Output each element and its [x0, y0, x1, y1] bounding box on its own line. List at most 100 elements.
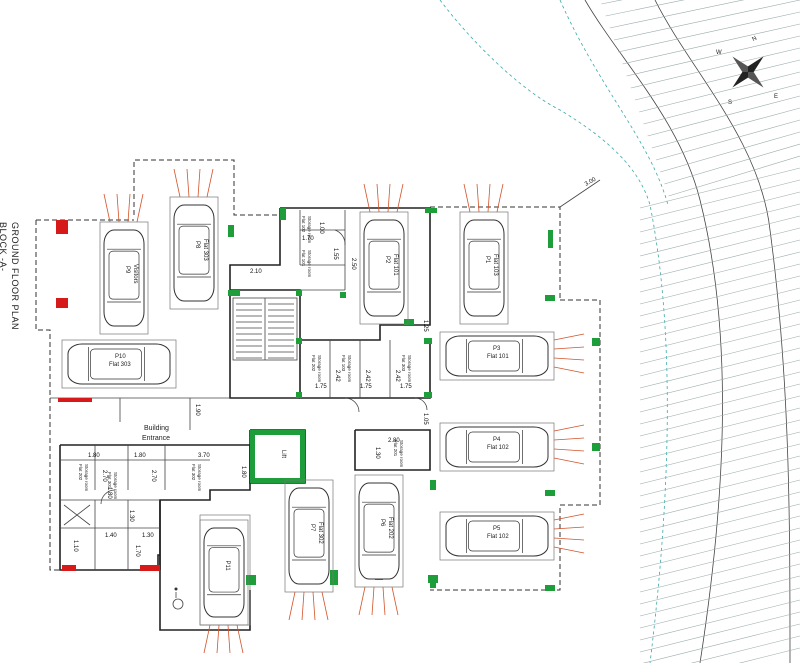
- svg-text:Flat 103: Flat 103: [341, 355, 346, 372]
- dimension-arrows: [203, 624, 244, 654]
- car-icon: [445, 426, 549, 468]
- dimension-arrows: [553, 513, 585, 554]
- storage-room-label: Storage room Flat 301: [107, 472, 118, 500]
- dim-label: 1.75: [315, 384, 327, 390]
- storage-room-label: Storage room Flat 103: [341, 355, 352, 383]
- entrance-line1: Building: [144, 425, 169, 432]
- dim-label: 2.50: [350, 258, 356, 270]
- storage-room-label: Storage room Flat 202: [78, 464, 89, 492]
- svg-text:Flat 302: Flat 302: [191, 464, 196, 481]
- svg-text:Storage room: Storage room: [307, 216, 312, 244]
- lift-label: Lift: [280, 450, 286, 458]
- dimension-arrows: [553, 424, 585, 465]
- svg-text:Storage room: Storage room: [307, 250, 312, 278]
- dimensions: 3.00 2.10 1.70 1.55 1.00 2.50 1.25 2.42 …: [72, 176, 598, 557]
- storage-room-label: Storage room Flat 302: [191, 464, 202, 492]
- bay-code-label: P10: [115, 354, 126, 360]
- storage-room-label: Storage room Flat 101: [301, 250, 312, 278]
- landscape-strip: [439, 0, 800, 663]
- dim-label: 1.70: [134, 545, 140, 557]
- car-icon: [67, 343, 171, 385]
- dimension-arrows: [103, 193, 144, 223]
- dim-label: 1.80: [106, 487, 112, 499]
- bay-code-label: P6: [379, 519, 385, 527]
- svg-text:Storage room: Storage room: [197, 464, 202, 492]
- dim-label: 1.80: [240, 466, 246, 478]
- svg-text:Storage room: Storage room: [84, 464, 89, 492]
- car-icon: [463, 219, 505, 317]
- svg-text:Flat 202: Flat 202: [311, 355, 316, 372]
- dim-label: 1.30: [128, 510, 134, 522]
- title-line2: BLOCK -A-: [0, 222, 8, 272]
- svg-text:Flat 102: Flat 102: [301, 216, 306, 233]
- bay-code-label: P11: [224, 561, 230, 572]
- svg-text:Storage room: Storage room: [347, 355, 352, 383]
- svg-text:Flat 301: Flat 301: [107, 472, 112, 489]
- title-line1: GROUND FLOOR PLAN: [10, 222, 20, 330]
- bay-flat-label: Visitors: [132, 264, 138, 284]
- bay-flat-label: Flat 302: [317, 522, 323, 544]
- svg-text:Storage room: Storage room: [407, 355, 412, 383]
- dim-label: 2.70: [101, 470, 107, 482]
- svg-text:Flat 303: Flat 303: [401, 355, 406, 372]
- dim-label: 1.90: [194, 404, 200, 416]
- dim-label: 2.70: [150, 470, 156, 482]
- svg-text:Flat 201: Flat 201: [393, 440, 398, 457]
- svg-text:Flat 202: Flat 202: [78, 464, 83, 481]
- storage-room-label: Storage room Flat 202: [311, 355, 322, 383]
- dimension-arrows: [358, 586, 399, 616]
- parking-bay-p11: P11: [199, 519, 249, 654]
- compass-s-label: S: [728, 100, 732, 106]
- bay-code-label: P8: [194, 241, 200, 249]
- svg-text:Storage room: Storage room: [317, 355, 322, 383]
- dim-label: 3.00: [584, 176, 598, 187]
- entrance-line2: Entrance: [142, 435, 170, 442]
- dim-label: 1.25: [422, 320, 428, 332]
- bay-flat-label: Flat 101: [392, 254, 398, 276]
- bay-flat-label: Flat 303: [109, 362, 131, 368]
- bay-code-label: P2: [384, 256, 390, 264]
- bay-flat-label: Flat 102: [487, 445, 509, 451]
- compass-e-label: E: [774, 94, 778, 100]
- car-icon: [363, 219, 405, 317]
- dim-label: 1.70: [302, 236, 314, 242]
- dim-label: 2.42: [334, 370, 340, 382]
- dim-label: 1.80: [134, 453, 146, 459]
- dim-label: 2.80: [388, 438, 400, 444]
- svg-text:Flat 101: Flat 101: [301, 250, 306, 267]
- svg-text:Storage room: Storage room: [399, 440, 404, 468]
- car-icon: [445, 335, 549, 377]
- car-icon: [358, 482, 400, 580]
- bay-flat-label: Flat 102: [487, 534, 509, 540]
- dim-label: 3.70: [198, 453, 210, 459]
- compass-n-label: N: [751, 36, 758, 43]
- dim-label: 1.75: [360, 384, 372, 390]
- bay-code-label: P9: [124, 266, 130, 274]
- compass-w-label: W: [716, 50, 722, 56]
- dimension-arrows: [463, 183, 504, 213]
- dim-label: 1.55: [332, 248, 338, 260]
- bay-code-label: P5: [493, 526, 501, 532]
- car-icon: [203, 527, 245, 618]
- building-entrance: Building Entrance: [142, 425, 170, 442]
- dim-label: 1.75: [400, 384, 412, 390]
- dimension-arrows: [363, 183, 404, 213]
- storage-room-label: Storage room Flat 303: [401, 355, 412, 383]
- dimension-arrows: [288, 591, 329, 621]
- dim-label: 2.10: [250, 269, 262, 275]
- car-icon: [445, 515, 549, 557]
- bay-flat-label: Flat 202: [387, 517, 393, 539]
- bay-flat-label: Flat 103: [492, 254, 498, 276]
- dim-label: 1.80: [88, 453, 100, 459]
- svg-text:Storage room: Storage room: [113, 472, 118, 500]
